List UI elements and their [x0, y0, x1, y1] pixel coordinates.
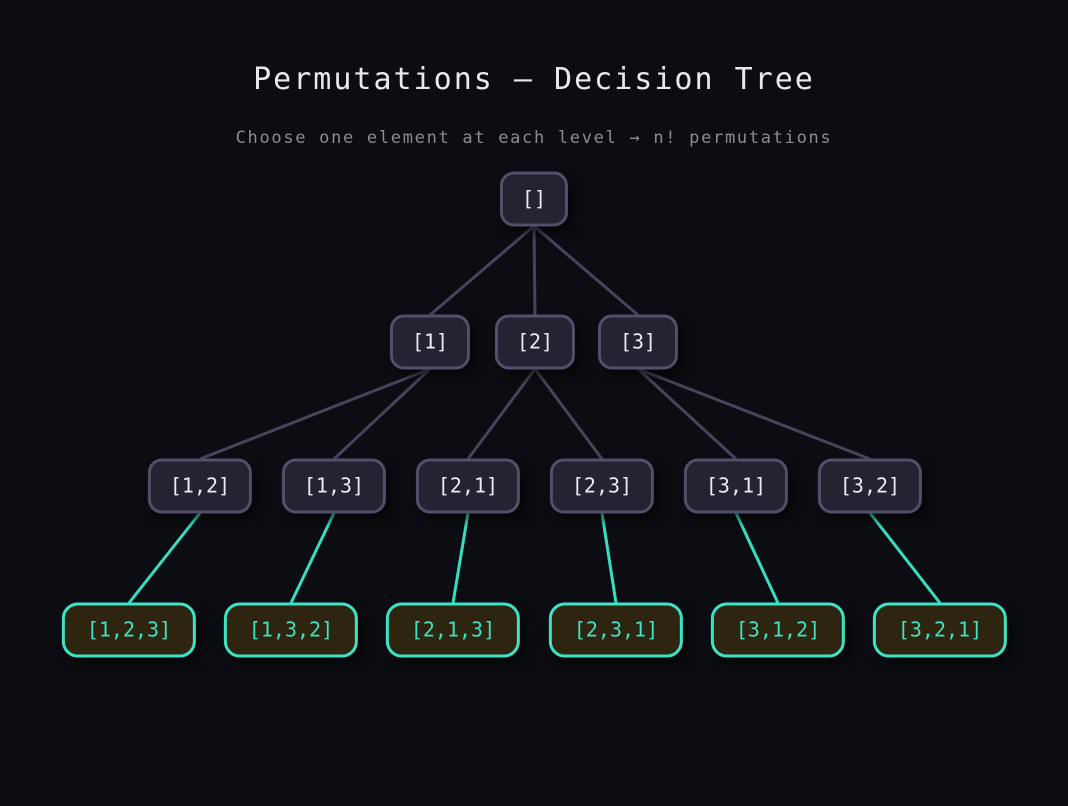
tree-edge-32-to-321 — [868, 512, 942, 604]
tree-node-13: [1,3] — [281, 458, 387, 514]
tree-node-231: [2,3,1] — [548, 602, 684, 658]
tree-edge-31-to-312 — [734, 512, 780, 604]
tree-node-213: [2,1,3] — [385, 602, 521, 658]
tree-edge-13-to-132 — [289, 512, 336, 604]
page-title: Permutations — Decision Tree — [253, 62, 815, 97]
tree-edge-2-to-21 — [466, 368, 537, 460]
tree-node-123: [1,2,3] — [61, 602, 197, 658]
tree-edge-1-to-12 — [199, 367, 431, 461]
tree-edge-2-to-23 — [533, 368, 604, 460]
tree-edge-root-to-2 — [532, 225, 537, 316]
tree-node-1: [1] — [389, 314, 471, 370]
tree-node-321: [3,2,1] — [872, 602, 1008, 658]
tree-node-12: [1,2] — [147, 458, 253, 514]
tree-edge-root-to-3 — [533, 224, 639, 317]
tree-node-31: [3,1] — [683, 458, 789, 514]
tree-node-21: [2,1] — [415, 458, 521, 514]
tree-edge-21-to-213 — [451, 512, 470, 604]
tree-node-3: [3] — [597, 314, 679, 370]
tree-node-23: [2,3] — [549, 458, 655, 514]
tree-edge-root-to-1 — [429, 224, 535, 317]
page-subtitle: Choose one element at each level → n! pe… — [235, 128, 833, 148]
tree-node-32: [3,2] — [817, 458, 923, 514]
tree-edge-23-to-231 — [600, 512, 618, 604]
tree-node-2: [2] — [494, 314, 576, 370]
tree-edge-3-to-32 — [637, 367, 871, 461]
tree-edge-3-to-31 — [636, 367, 738, 461]
tree-edge-1-to-13 — [332, 367, 432, 461]
tree-node-root: [] — [499, 171, 569, 227]
tree-node-312: [3,1,2] — [710, 602, 846, 658]
tree-node-132: [1,3,2] — [223, 602, 359, 658]
tree-edge-12-to-123 — [127, 512, 202, 604]
